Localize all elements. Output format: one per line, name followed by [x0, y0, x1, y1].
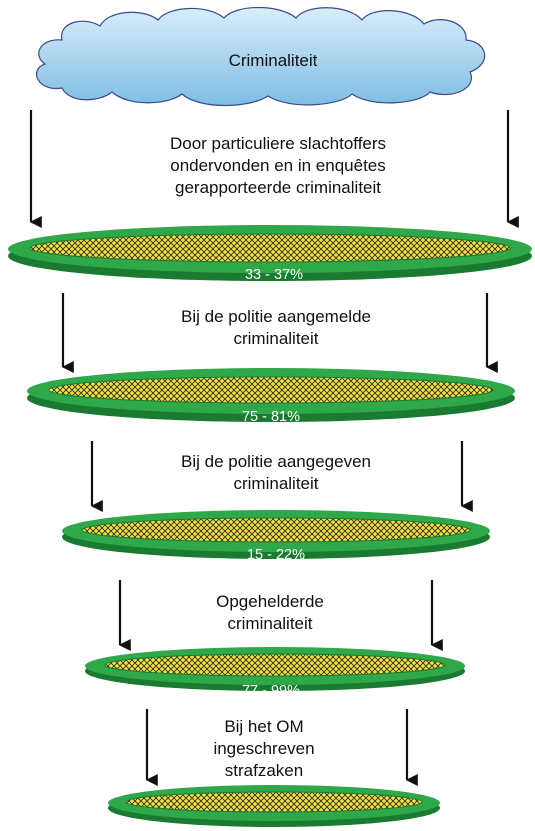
stage-1-label: Door particuliere slachtoffers ondervond… [169, 134, 387, 197]
sieve-1: 33 - 37% [8, 225, 532, 283]
stage-4-label: Opgehelderde criminaliteit [216, 592, 324, 633]
stage-5-label: Bij het OM ingeschreven strafzaken [213, 717, 315, 780]
sieve-1-percentage: 33 - 37% [245, 267, 303, 283]
sieve-5 [108, 785, 440, 827]
stage-3-label: Bij de politie aangegeven criminaliteit [181, 452, 371, 493]
arrows [29, 110, 519, 786]
stage-2-label: Bij de politie aangemelde criminaliteit [181, 307, 371, 348]
sieve-3-percentage: 15 - 22% [247, 547, 305, 563]
sieve-2: 75 - 81% [27, 368, 515, 425]
sieve-2-percentage: 75 - 81% [242, 409, 300, 425]
cloud-label: Criminaliteit [229, 51, 318, 70]
cloud-shape: Criminaliteit [35, 6, 486, 107]
sieve-4-percentage: 77 - 99% [242, 683, 300, 699]
sieve-4: 77 - 99% [85, 647, 465, 699]
sieve-3: 15 - 22% [62, 510, 490, 563]
